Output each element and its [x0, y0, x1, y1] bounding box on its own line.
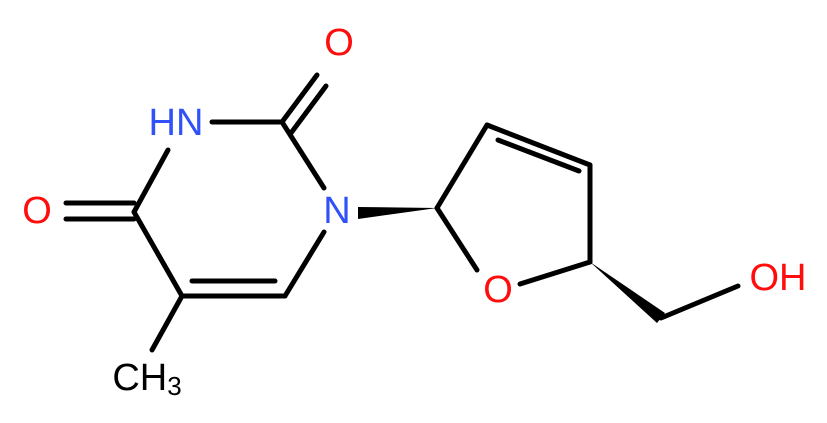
wedge-bond-c4prime-c5prime [590, 262, 665, 323]
bond-n1-c6 [282, 229, 327, 299]
bond-c2prime-c3prime-b [495, 137, 582, 174]
bond-c1prime-c2prime [434, 122, 490, 211]
atom-label-o-top: O [324, 22, 354, 64]
bond-c2-o2-a [279, 72, 320, 125]
atom-label-ch3-main: CH [112, 357, 167, 399]
bond-c2prime-c3prime-a [484, 122, 593, 168]
atom-label-ch3: CH3 [112, 357, 181, 401]
bond-c2-o2-b [288, 83, 329, 136]
bond-c4-n3 [131, 147, 171, 215]
bond-c2-n1 [279, 119, 327, 191]
bond-c5prime-oh [658, 283, 741, 321]
atom-label-ch3-subscript: 3 [167, 371, 181, 401]
bond-oring-c4prime [517, 259, 593, 287]
bond-c5-ch3 [149, 293, 185, 353]
atom-label-n1: N [323, 190, 350, 232]
atom-label-o-ring: O [483, 269, 513, 311]
atom-label-oh: OH [750, 257, 807, 299]
bond-c1prime-oring [434, 205, 480, 273]
bond-c5-c4 [131, 209, 185, 299]
atom-label-hn: HN [149, 102, 204, 144]
wedge-bond-n1-c1prime [358, 207, 437, 219]
atom-label-o-left: O [22, 190, 52, 232]
